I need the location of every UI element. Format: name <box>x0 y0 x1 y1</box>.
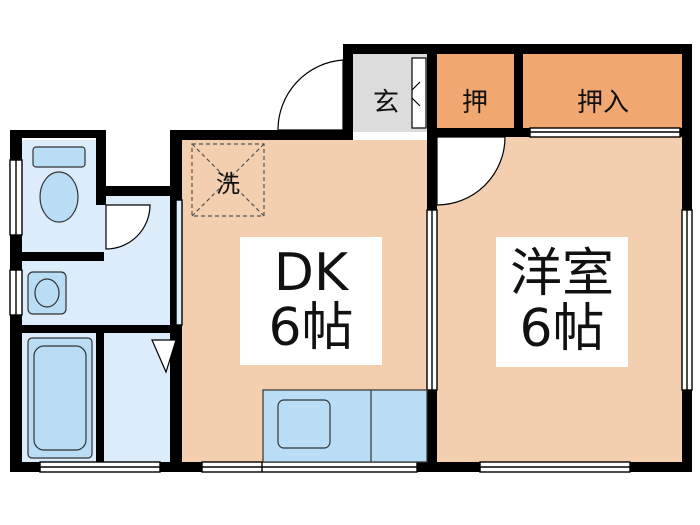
dk-name: DK <box>273 243 349 304</box>
toilet-door <box>105 204 151 250</box>
toilet-fixture <box>32 146 86 223</box>
western-name: 洋室 <box>509 244 614 305</box>
western-label: 洋室 6帖 <box>496 237 628 367</box>
entrance-door <box>277 59 344 131</box>
dk-label: DK 6帖 <box>240 237 382 365</box>
bathtub <box>27 337 93 459</box>
laundry-space <box>191 143 265 217</box>
laundry-label: 洗 <box>216 169 240 198</box>
wash-basin <box>27 271 67 315</box>
closet-oshi-label: 押 <box>461 87 488 118</box>
western-door <box>436 136 506 206</box>
kitchen-counter <box>262 389 428 463</box>
closet-oshi <box>432 50 517 132</box>
entrance-label: 玄 <box>372 87 399 118</box>
closet-oshiire <box>522 50 687 132</box>
closet-oshiire-label: 押入 <box>576 87 629 118</box>
bath-door-mark <box>151 339 177 374</box>
western-size: 6帖 <box>519 299 605 359</box>
window-marks <box>9 127 693 473</box>
entrance-sliding-door <box>411 57 427 129</box>
dk-size: 6帖 <box>268 298 354 358</box>
